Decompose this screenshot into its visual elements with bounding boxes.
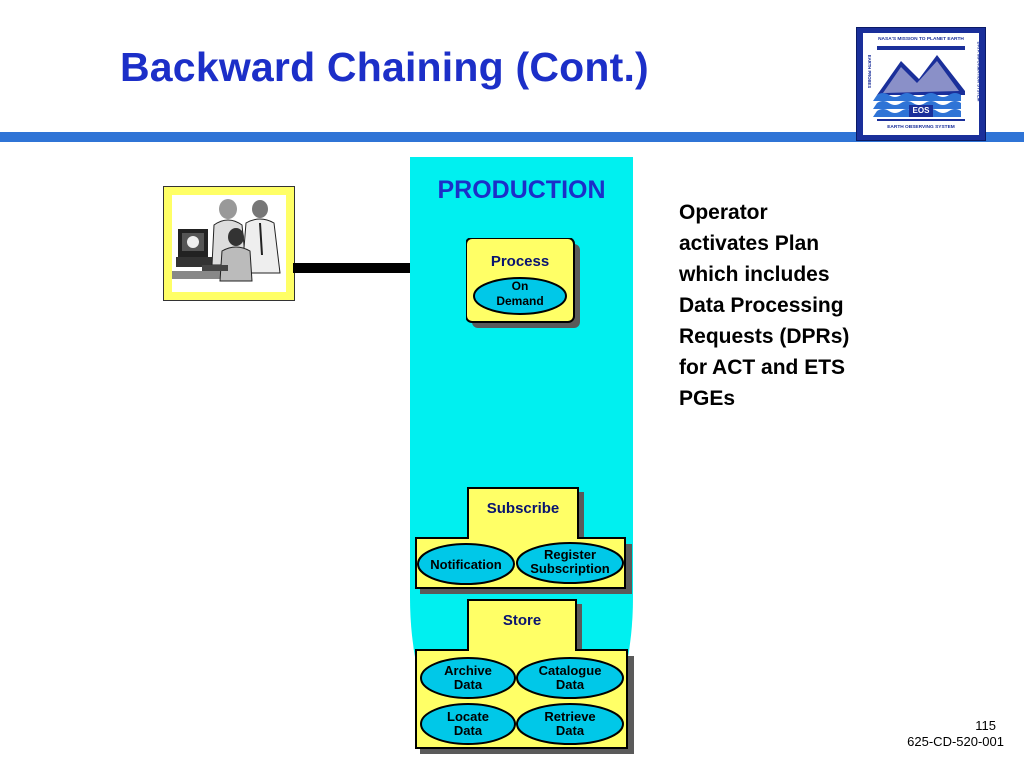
logo-eos-text: EOS	[909, 105, 933, 117]
page-number: 115	[975, 718, 996, 733]
catalogue-data-oval: Catalogue Data	[517, 664, 623, 692]
description-line: Requests (DPRs)	[679, 325, 850, 348]
catalogue-line1: Catalogue	[538, 663, 602, 678]
page-title: Backward Chaining (Cont.)	[120, 44, 649, 90]
logo-top-text: NASA'S MISSION TO PLANET EARTH	[878, 37, 964, 42]
subscription-line: Subscription	[530, 561, 610, 576]
subscribe-box	[415, 487, 632, 594]
store-label: Store	[502, 612, 542, 629]
description-line: Operator	[679, 201, 768, 224]
eos-logo-icon: NASA'S MISSION TO PLANET EARTH EARTH PRO…	[856, 27, 986, 141]
logo-right-text: DATA INFORMATION SYSTEM	[976, 41, 982, 102]
description-line: Data Processing	[679, 294, 844, 317]
operator-illustration	[172, 195, 286, 292]
description-line: activates Plan	[679, 232, 820, 255]
title-divider	[0, 132, 1024, 142]
operator-workstation-icon	[163, 186, 295, 301]
on-demand-oval: On Demand	[466, 279, 574, 309]
description-line: for ACT and ETS	[679, 356, 846, 379]
locate-line1: Locate	[447, 709, 489, 724]
operator-photo-panel	[172, 195, 286, 292]
retrieve-line2: Data	[555, 723, 585, 738]
process-box	[466, 238, 580, 328]
archive-line1: Archive	[444, 663, 492, 678]
locate-line2: Data	[453, 723, 483, 738]
archive-line2: Data	[453, 677, 483, 692]
subscribe-label: Subscribe	[486, 500, 560, 517]
register-subscription-oval: Register Subscription	[517, 548, 623, 576]
eos-logo-panel: NASA'S MISSION TO PLANET EARTH EARTH PRO…	[863, 33, 982, 135]
catalogue-line2: Data	[555, 677, 585, 692]
logo-art	[873, 46, 965, 121]
description-line: PGEs	[679, 387, 736, 410]
on-demand-line1: On	[511, 279, 529, 293]
description-line: which includes	[679, 263, 830, 286]
process-label: Process	[490, 253, 550, 270]
on-demand-line2: Demand	[496, 294, 544, 308]
archive-data-oval: Archive Data	[421, 664, 515, 692]
logo-bottom-text: EARTH OBSERVING SYSTEM	[887, 125, 955, 130]
production-label: PRODUCTION	[437, 176, 606, 204]
description-text: Operator activates Plan which includes D…	[679, 197, 909, 414]
locate-data-oval: Locate Data	[421, 710, 515, 738]
store-box	[415, 599, 634, 754]
notification-oval: Notification	[430, 557, 502, 572]
retrieve-line1: Retrieve	[544, 709, 596, 724]
register-line: Register	[543, 547, 597, 562]
retrieve-data-oval: Retrieve Data	[517, 710, 623, 738]
document-id: 625-CD-520-001	[907, 734, 1004, 749]
logo-left-text: EARTH PROBES	[867, 54, 873, 89]
